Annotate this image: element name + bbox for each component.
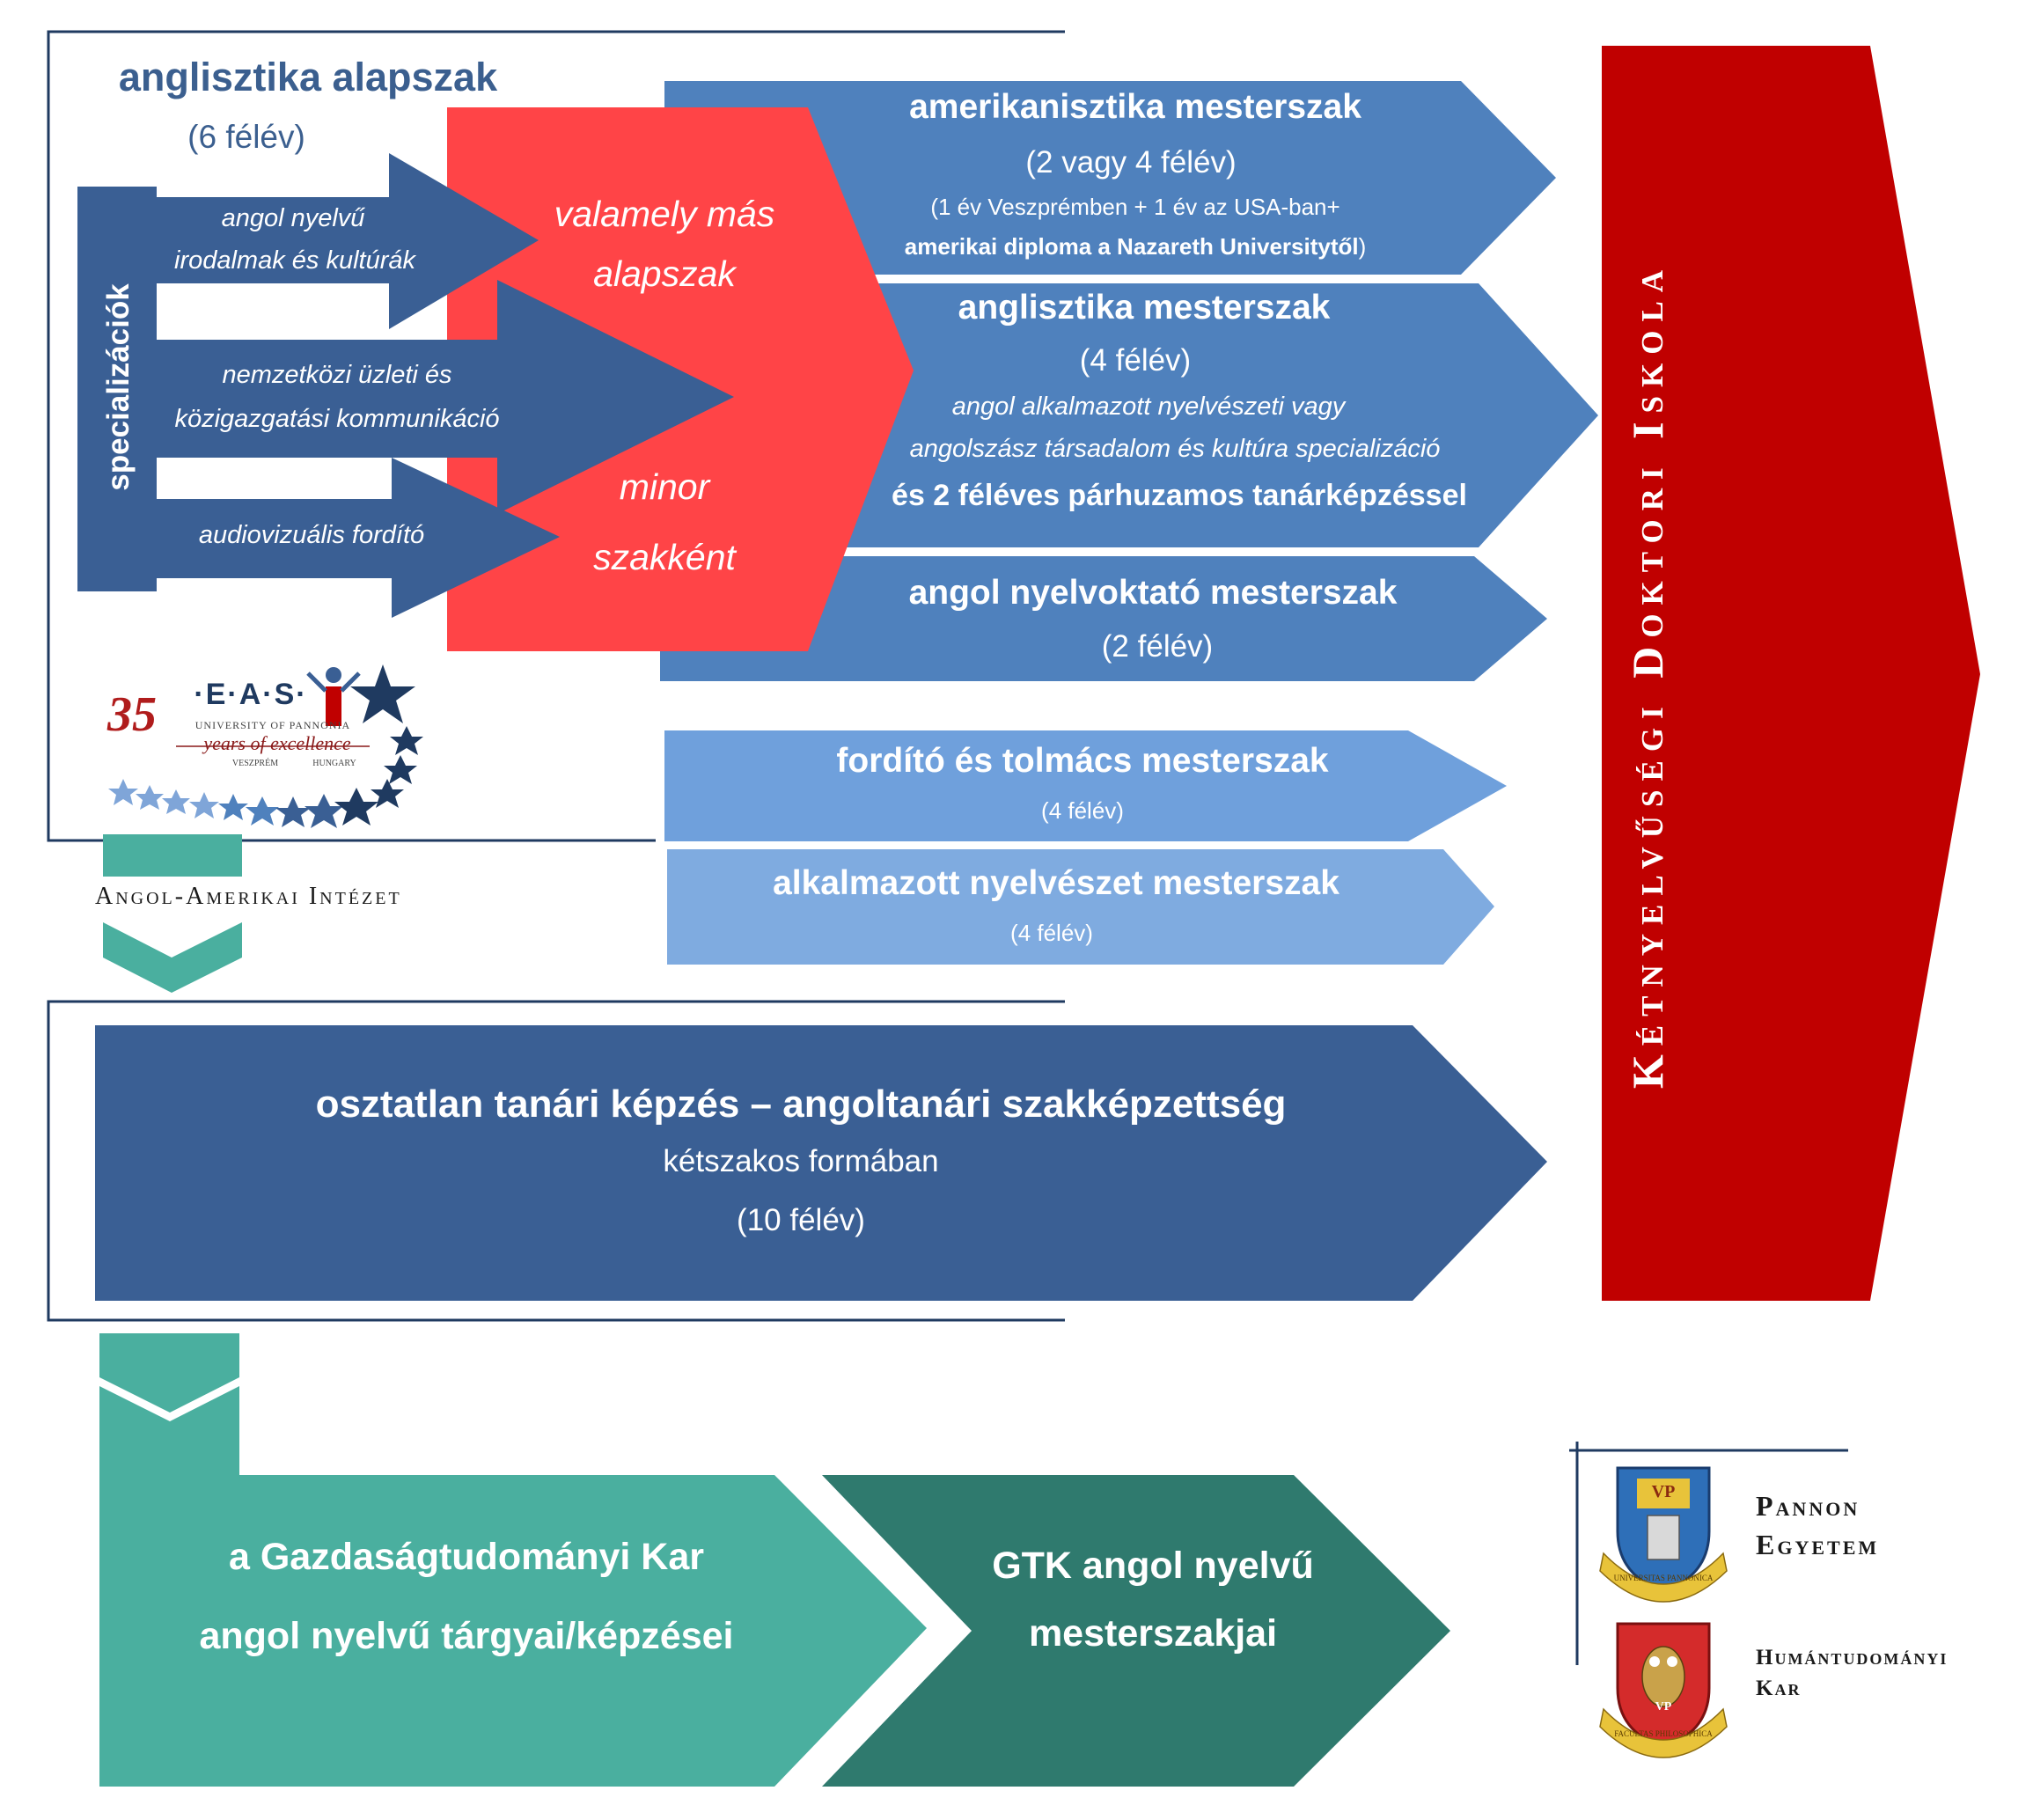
amerikanisztika-note2-bold: amerikai diploma a Nazareth Universitytő… — [904, 233, 1359, 260]
alkalmazott-arrow — [667, 849, 1494, 965]
amerikanisztika-note2-end: ) — [1358, 233, 1367, 260]
teacher-training-arrow — [95, 1025, 1547, 1301]
alkalmazott-duration: (4 félév) — [1010, 920, 1093, 946]
spec-arrow-3 — [154, 458, 560, 618]
owl-eye-left — [1649, 1656, 1660, 1667]
eas-figure-arm-left — [306, 671, 327, 693]
pannon-crest-book — [1637, 1479, 1690, 1508]
nyelvoktato-duration: (2 félév) — [1101, 629, 1214, 664]
bachelor-bracket — [47, 30, 1065, 842]
amerikanisztika-arrow — [664, 81, 1556, 275]
eas-city: VESZPRÉM — [231, 759, 279, 768]
eas-tagline: years of excellence — [203, 732, 351, 754]
fordito-arrow — [664, 730, 1507, 841]
eas-big-star — [350, 664, 415, 723]
spec3-label: audiovizuális fordító — [198, 521, 425, 549]
eas-university: UNIVERSITY OF PANNONIA — [194, 719, 351, 731]
minor-line2: alapszak — [593, 253, 736, 294]
spec-arrow-2 — [154, 280, 734, 514]
fordito-title: fordító és tolmács mesterszak — [836, 742, 1329, 780]
eas-logo — [108, 664, 423, 828]
amerikanisztika-duration: (2 vagy 4 félév) — [1025, 145, 1237, 180]
spec1-line2: irodalmak és kultúrák — [174, 246, 415, 275]
institute-teal-bar — [103, 834, 242, 877]
university-name-line1: Pannon — [1756, 1490, 1861, 1522]
owl-eye-right — [1667, 1656, 1677, 1667]
amerikanisztika-title: amerikanisztika mesterszak — [909, 88, 1361, 126]
alkalmazott-title: alkalmazott nyelvészet mesterszak — [773, 864, 1339, 902]
spec2-line2: közigazgatási kommunikáció — [174, 405, 500, 433]
fordito-duration: (4 félév) — [1041, 797, 1124, 824]
pannon-crest-tower — [1647, 1515, 1680, 1560]
spec-arrow-1 — [154, 153, 539, 329]
gtk-teal-chevron — [99, 1333, 239, 1413]
eas-figure-body — [326, 686, 341, 726]
doctoral-school-label: Kétnyelvűségi Doktori Iskola — [1623, 261, 1672, 1090]
bachelor-duration: (6 félév) — [187, 119, 305, 155]
nyelvoktato-arrow — [660, 556, 1547, 681]
eas-figure-head — [326, 667, 341, 683]
bachelor-title: anglisztika alapszak — [118, 55, 498, 99]
university-name-line2: Egyetem — [1756, 1529, 1880, 1560]
spec1-line1: angol nyelvű — [221, 204, 365, 232]
eas-country: HUNGARY — [312, 759, 356, 768]
specializations-label: specializációk — [101, 283, 136, 491]
minor-line1: valamely más — [554, 194, 775, 234]
pannon-crest-motto: UNIVERSITAS PANNONICA — [1613, 1574, 1714, 1582]
faculty-crest-owl — [1641, 1646, 1685, 1707]
institute-name: Angol-Amerikai Intézet — [95, 883, 402, 910]
anglisztika-master-duration: (4 félév) — [1079, 343, 1192, 378]
faculty-name-line2: Kar — [1756, 1677, 1802, 1700]
spec2-line1: nemzetközi üzleti és — [222, 361, 452, 389]
faculty-name-line1: Humántudományi — [1756, 1646, 1949, 1670]
faculty-crest-motto: FACULTAS PHILOSOPHICA — [1614, 1729, 1713, 1738]
gtk-faculty-line2: angol nyelvű tárgyai/képzései — [199, 1615, 734, 1657]
teacher-title: osztatlan tanári képzés – angoltanári sz… — [315, 1082, 1287, 1126]
anglisztika-master-line2: angolszász társadalom és kultúra special… — [909, 435, 1441, 463]
bracket-lines — [47, 30, 1065, 1322]
minor-line4: szakként — [593, 537, 736, 577]
teacher-subtitle: kétszakos formában — [663, 1144, 939, 1178]
specializations-bar — [77, 187, 157, 591]
teacher-bracket — [47, 1000, 1065, 1322]
gtk-faculty-arrow — [99, 1386, 927, 1787]
institute-teal-chevron — [103, 922, 242, 993]
pannon-crest-initials: VP — [1651, 1482, 1676, 1501]
pannon-crest-ribbon — [1599, 1552, 1728, 1603]
teacher-duration: (10 félév) — [737, 1203, 865, 1237]
university-logos — [1569, 1442, 1848, 1758]
anglisztika-master-title: anglisztika mesterszak — [958, 289, 1331, 327]
amerikanisztika-note1: (1 év Veszprémben + 1 év az USA-ban+ — [930, 194, 1340, 220]
gtk-masters-line1: GTK angol nyelvű — [992, 1545, 1314, 1587]
anglisztika-master-line1: angol alkalmazott nyelvészeti vagy — [951, 393, 1346, 421]
gtk-masters-arrow — [822, 1475, 1450, 1787]
anglisztika-master-line3: és 2 féléves párhuzamos tanárképzéssel — [892, 479, 1467, 512]
eas-figure-arm-right — [340, 671, 361, 693]
amerikanisztika-note2: amerikai diploma a Nazareth Universitytő… — [867, 233, 1404, 261]
faculty-crest-ribbon — [1599, 1707, 1728, 1758]
eas-star-swoosh — [108, 726, 423, 828]
teal-connectors — [99, 834, 927, 1787]
gtk-masters-line2: mesterszakjai — [1028, 1612, 1278, 1655]
nyelvoktato-title: angol nyelvoktató mesterszak — [908, 574, 1398, 612]
faculty-crest-initials: VP — [1655, 1700, 1672, 1714]
minor-line3: minor — [619, 466, 710, 507]
gtk-faculty-line1: a Gazdaságtudományi Kar — [228, 1536, 705, 1578]
eas-number: 35 — [107, 687, 157, 742]
doctoral-school-arrow — [1602, 46, 1980, 1301]
eas-letters: ·E·A·S· — [194, 678, 308, 711]
